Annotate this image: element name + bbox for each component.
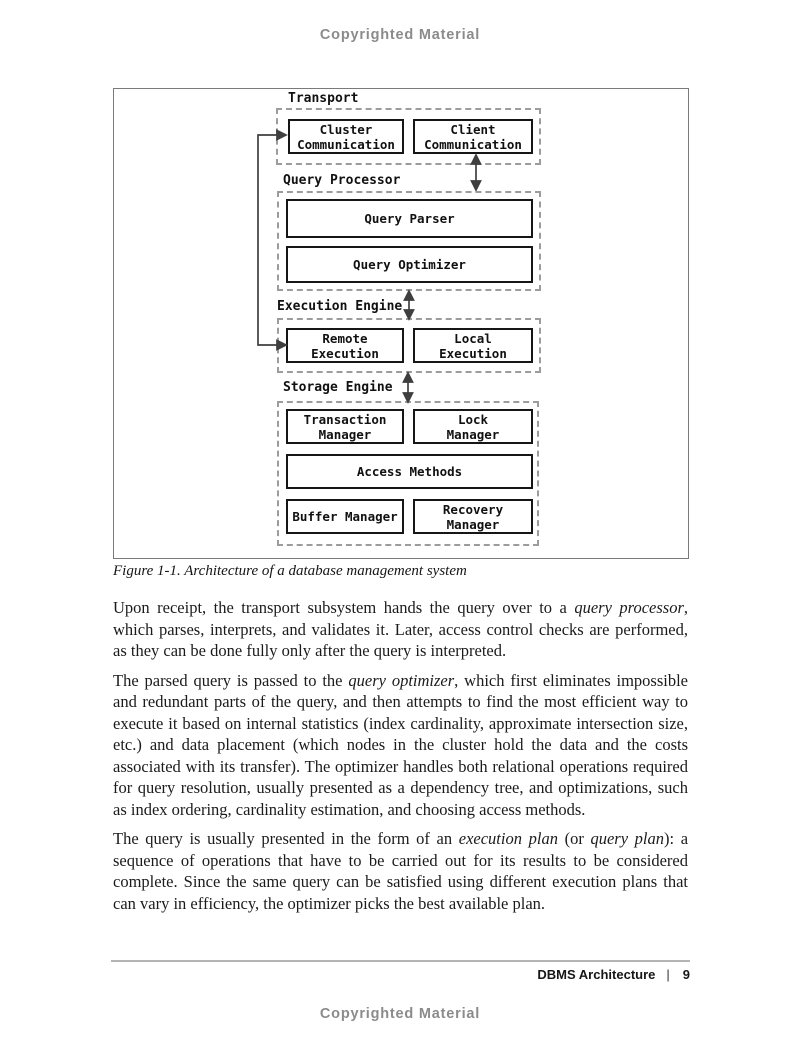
access-methods-box: Access Methods [286, 454, 533, 489]
remote-execution-box: Remote Execution [286, 328, 404, 363]
engine-storage-arrow-icon [402, 371, 414, 404]
cluster-communication-box: Cluster Communication [288, 119, 404, 154]
query-optimizer-box: Query Optimizer [286, 246, 533, 283]
body-paragraph: Upon receipt, the transport subsystem ha… [113, 598, 688, 660]
recovery-manager-box: Recovery Manager [413, 499, 533, 534]
figure-caption: Figure 1-1. Architecture of a database m… [113, 563, 467, 579]
query-parser-box: Query Parser [286, 199, 533, 238]
body-paragraph: The parsed query is passed to the query … [113, 670, 689, 819]
footer-rule [111, 960, 690, 962]
body-paragraph: The query is usually presented in the fo… [113, 829, 689, 913]
local-execution-box: Local Execution [413, 328, 533, 363]
query-processor-section-label: Query Processor [283, 173, 401, 188]
processor-engine-arrow-icon [403, 289, 415, 321]
copyright-banner-top: Copyrighted Material [319, 27, 481, 43]
buffer-manager-box: Buffer Manager [286, 499, 404, 534]
footer-separator: | [666, 967, 670, 982]
cluster-remote-connector-icon [257, 134, 279, 346]
copyright-banner-bottom: Copyrighted Material [319, 1006, 481, 1022]
lock-manager-box: Lock Manager [413, 409, 533, 444]
transport-section-label: Transport [288, 91, 359, 106]
footer-page-number: 9 [682, 967, 690, 982]
transaction-manager-box: Transaction Manager [286, 409, 404, 444]
page-footer: DBMS Architecture | 9 [537, 967, 690, 982]
execution-engine-section-label: Execution Engine [277, 299, 403, 314]
body-text: Upon receipt, the transport subsystem ha… [113, 597, 688, 922]
footer-section-title: DBMS Architecture [537, 967, 656, 982]
client-communication-box: Client Communication [413, 119, 533, 154]
figure-frame: Transport Query Processor Execution Engi… [113, 88, 689, 559]
storage-engine-section-label: Storage Engine [283, 380, 393, 395]
